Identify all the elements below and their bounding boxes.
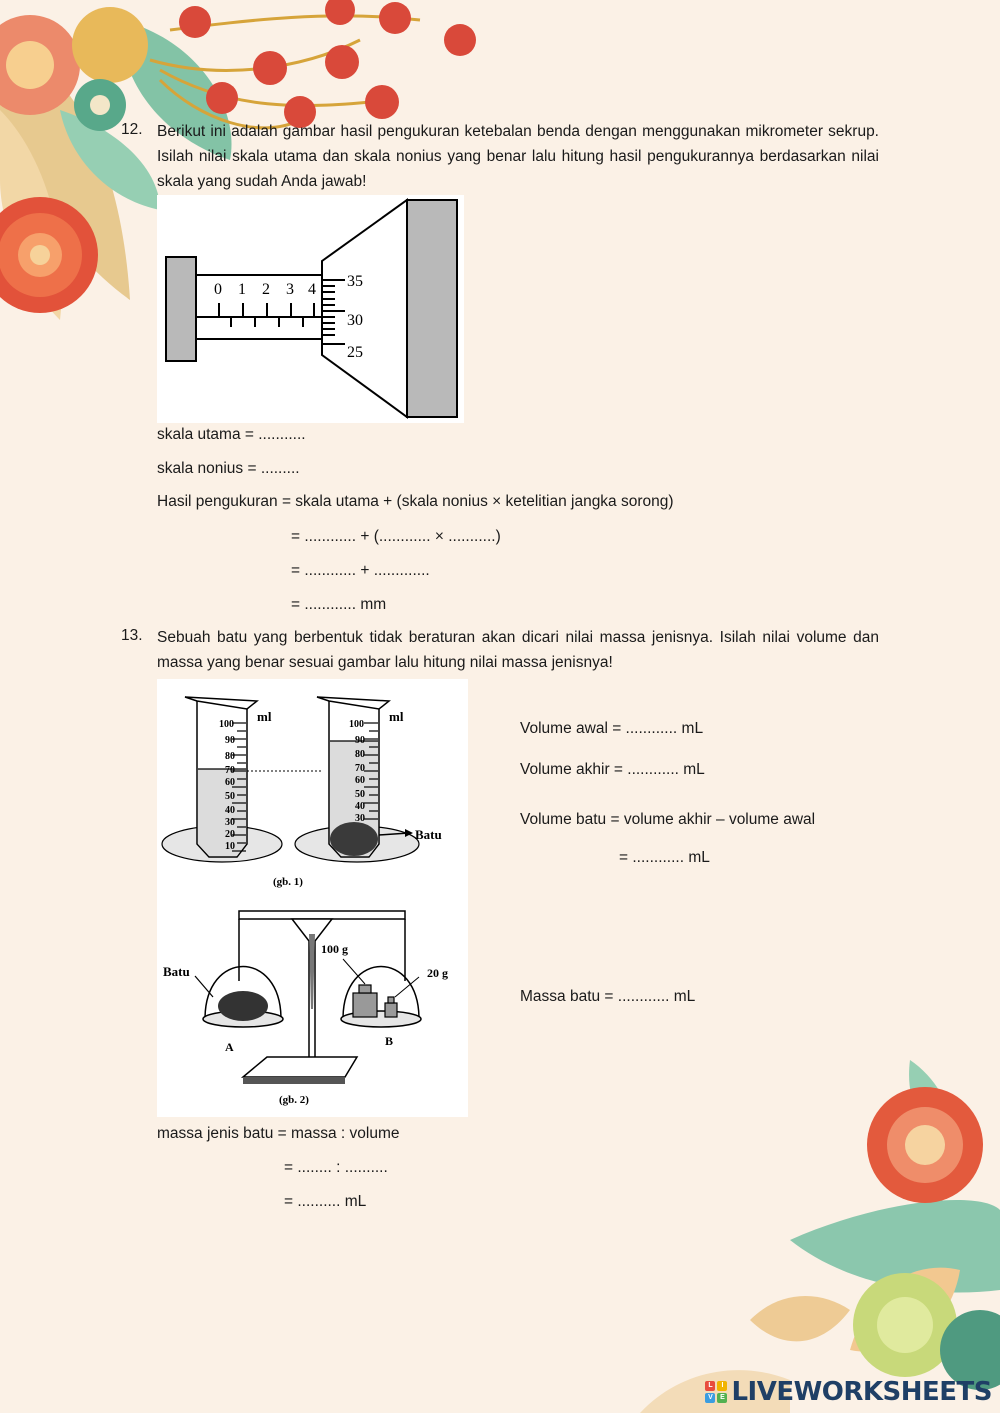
stone-in-cylinder: [330, 822, 378, 856]
cyl2-unit: ml: [389, 709, 404, 724]
cyl1-tick-100: 100: [219, 719, 234, 730]
liveworksheets-brand[interactable]: L I V E LIVEWORKSHEETS: [705, 1377, 992, 1407]
cyl1-tick-90: 90: [225, 735, 235, 746]
liveworksheets-wordmark: LIVEWORKSHEETS: [731, 1377, 992, 1407]
thimble-label-30: 30: [347, 312, 363, 329]
pan-a-label: A: [225, 1040, 234, 1054]
volume-awal-line: Volume awal = ............ mL: [520, 720, 704, 737]
skala-nonius-line: skala nonius = .........: [157, 460, 300, 477]
pan-b-label: B: [385, 1034, 393, 1048]
massa-jenis-step-2: = .......... mL: [284, 1193, 367, 1210]
micrometer-figure: 0 1 2 3 4 35 30 25: [157, 195, 464, 423]
cyl2-tick-70: 70: [355, 763, 365, 774]
batu-label-cylinder: Batu: [415, 827, 442, 842]
logo-letter-i: I: [717, 1381, 728, 1391]
liveworksheets-logo-icon: L I V E: [705, 1381, 728, 1403]
thimble-label-35: 35: [347, 273, 363, 290]
weight-20g-label: 20 g: [427, 966, 448, 980]
weight-100g-label: 100 g: [321, 942, 348, 956]
main-scale-label-1: 1: [238, 281, 246, 298]
question-13-number: 13.: [121, 627, 143, 644]
cyl2-tick-30: 30: [355, 813, 365, 824]
stone-on-pan: [218, 991, 268, 1021]
cyl1-tick-60: 60: [225, 777, 235, 788]
cyl1-unit: ml: [257, 709, 272, 724]
main-scale-label-0: 0: [214, 281, 222, 298]
main-scale-label-3: 3: [286, 281, 294, 298]
hasil-step-2: = ............ + .............: [291, 562, 430, 579]
thimble-label-25: 25: [347, 344, 363, 361]
floral-decoration-top-left: [0, 0, 476, 320]
question-12-text: Berikut ini adalah gambar hasil pengukur…: [157, 123, 879, 190]
massa-jenis-formula: massa jenis batu = massa : volume: [157, 1125, 400, 1142]
floral-decoration-bottom-right: [640, 1060, 1000, 1413]
question-13-text: Sebuah batu yang berbentuk tidak beratur…: [157, 629, 879, 671]
density-experiment-figure: 100 90 80 70 60 50 40 30 20 10 ml: [157, 679, 468, 1117]
skala-utama-line: skala utama = ...........: [157, 426, 306, 443]
main-scale-label-4: 4: [308, 281, 316, 298]
cyl1-tick-80: 80: [225, 751, 235, 762]
cyl2-tick-100: 100: [349, 719, 364, 730]
hasil-pengukuran-formula: Hasil pengukuran = skala utama + (skala …: [157, 493, 674, 510]
cyl1-tick-40: 40: [225, 805, 235, 816]
cyl1-tick-20: 20: [225, 829, 235, 840]
cyl2-tick-60: 60: [355, 775, 365, 786]
massa-batu-line: Massa batu = ............ mL: [520, 988, 696, 1005]
cyl1-tick-30: 30: [225, 817, 235, 828]
logo-letter-e: E: [717, 1393, 728, 1403]
cyl1-tick-50: 50: [225, 791, 235, 802]
main-scale-label-2: 2: [262, 281, 270, 298]
logo-letter-l: L: [705, 1381, 716, 1391]
cyl2-tick-90: 90: [355, 735, 365, 746]
volume-akhir-line: Volume akhir = ............ mL: [520, 761, 705, 778]
logo-letter-v: V: [705, 1393, 716, 1403]
cyl2-tick-50: 50: [355, 789, 365, 800]
cyl2-tick-40: 40: [355, 801, 365, 812]
hasil-step-1: = ............ + (............ × .......…: [291, 528, 501, 545]
caption-gb1: (gb. 1): [273, 876, 303, 888]
volume-batu-result: = ............ mL: [619, 849, 710, 866]
question-12-number: 12.: [121, 121, 143, 138]
volume-batu-line: Volume batu = volume akhir – volume awal: [520, 811, 816, 828]
cyl1-tick-10: 10: [225, 841, 235, 852]
batu-label-balance: Batu: [163, 964, 190, 979]
massa-jenis-step-1: = ........ : ..........: [284, 1159, 388, 1176]
hasil-step-3: = ............ mm: [291, 596, 387, 613]
cyl1-tick-70: 70: [225, 765, 235, 776]
cyl2-tick-80: 80: [355, 749, 365, 760]
caption-gb2: (gb. 2): [279, 1094, 309, 1106]
